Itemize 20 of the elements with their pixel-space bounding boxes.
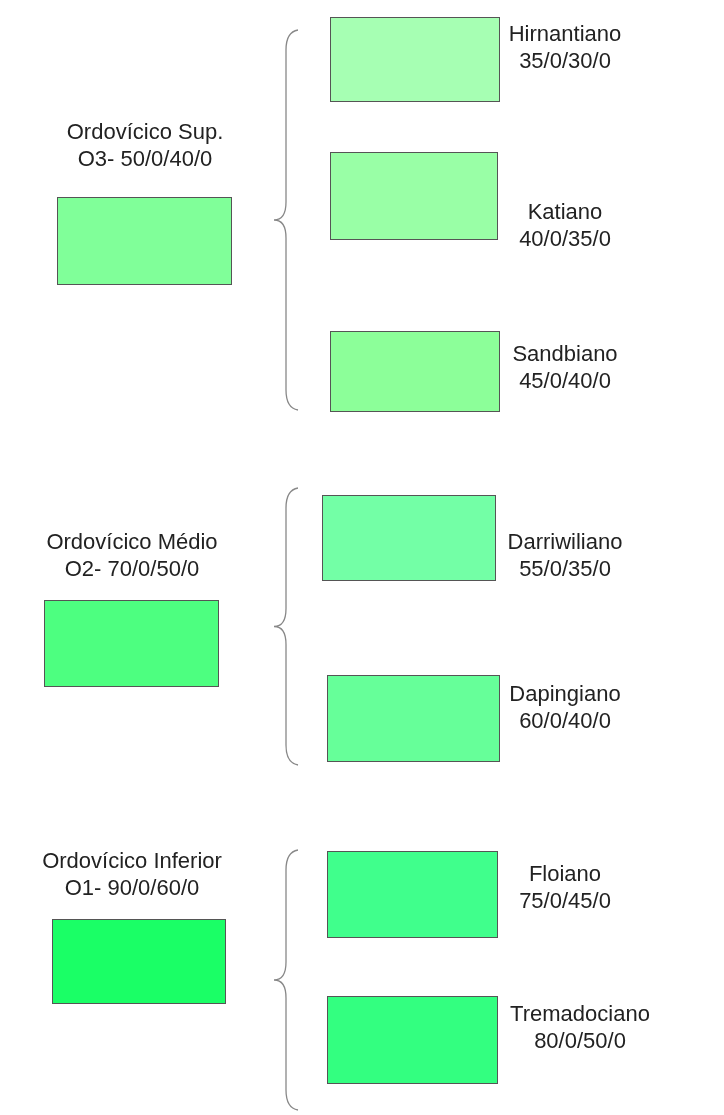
color-code: 75/0/45/0 [519,887,611,914]
stage-name: Ordovícico Inferior [42,847,222,874]
color-code: O3- 50/0/40/0 [77,145,213,172]
stage-name: Hirnantiano [508,20,622,47]
stage-name: Floiano [528,860,602,887]
stage-name: Katiano [527,198,603,225]
stage-name: Dapingiano [509,680,621,707]
color-code: 35/0/30/0 [519,47,611,74]
stage-name: Tremadociano [510,1000,650,1027]
color-code: 40/0/35/0 [519,225,611,252]
color-code: O1- 90/0/60/0 [64,874,200,901]
color-code: 45/0/40/0 [519,367,611,394]
color-code: O2- 70/0/50/0 [64,555,200,582]
color-code: 55/0/35/0 [519,555,611,582]
stage-name: Darriwiliano [507,528,623,555]
stage-name: Ordovícico Sup. [66,118,224,145]
stage-name: Ordovícico Médio [46,528,218,555]
color-code: 80/0/50/0 [534,1027,626,1054]
color-code: 60/0/40/0 [519,707,611,734]
stage-name: Sandbiano [512,340,618,367]
